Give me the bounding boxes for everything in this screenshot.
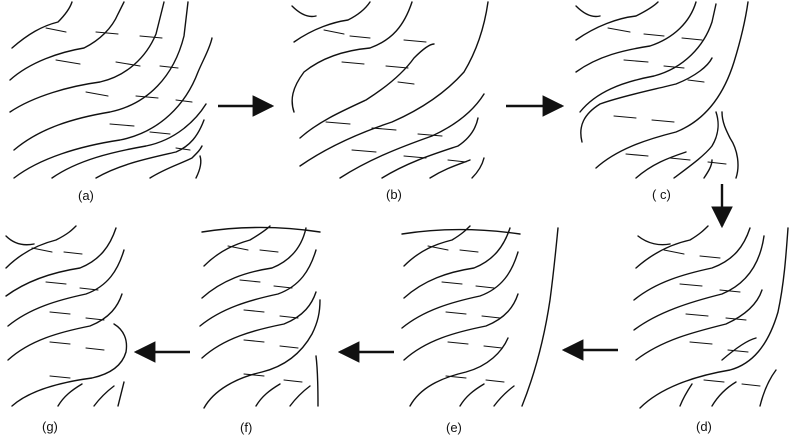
- panel-d-diagram: [633, 225, 789, 409]
- panel-label-c: ( c): [652, 187, 671, 202]
- panel-label-b: (b): [386, 187, 402, 202]
- panel-b-diagram: [291, 1, 489, 179]
- panel-f-diagram: [199, 225, 321, 409]
- panel-label-g: (g): [42, 419, 58, 434]
- panel-label-f: (f): [240, 420, 252, 435]
- panel-e-diagram: [401, 225, 559, 407]
- panel-label-d: (d): [696, 419, 712, 434]
- panel-a-diagram: [9, 1, 213, 179]
- panel-label-a: (a): [78, 188, 94, 203]
- panel-c-diagram: [575, 1, 749, 179]
- panel-g-diagram: [5, 225, 128, 407]
- panel-label-e: (e): [446, 420, 462, 435]
